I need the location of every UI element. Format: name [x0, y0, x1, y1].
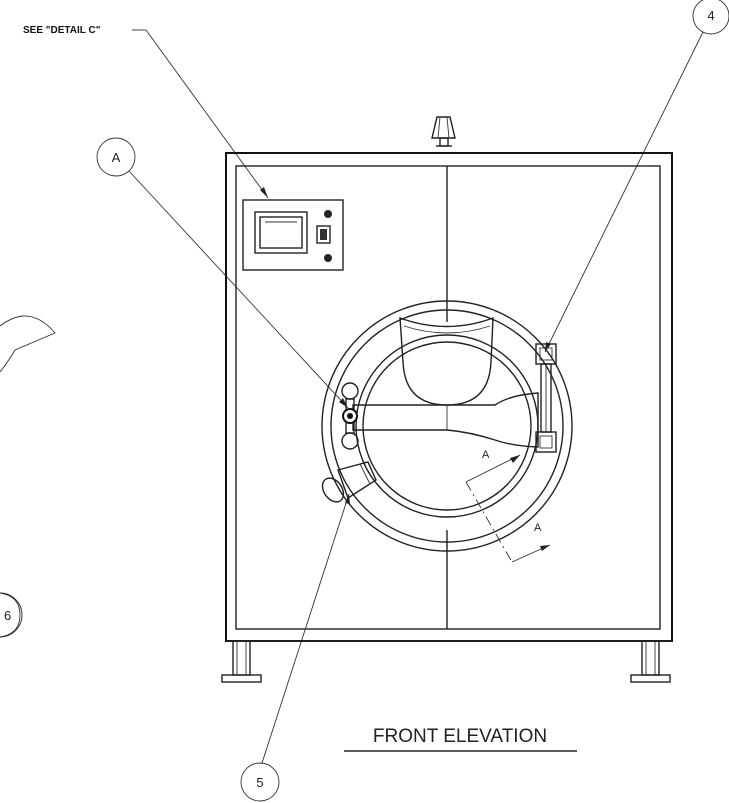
sensor-cylinder: [321, 461, 377, 503]
indicator-dot-top: [324, 210, 332, 218]
indicator-dot-bottom: [324, 254, 332, 262]
bubble-5: 5: [240, 762, 280, 802]
selector-switch: [316, 225, 331, 244]
partial-arc-shape: [0, 315, 56, 373]
bubble-6-partial: 6: [0, 592, 23, 638]
svg-text:A: A: [112, 150, 121, 165]
bubble-4-leader: [544, 31, 704, 353]
section-mark-upper: A: [482, 449, 490, 461]
detail-c-callout: SEE "DETAIL C": [23, 25, 101, 36]
svg-text:4: 4: [707, 8, 714, 23]
door-outer-ring: [321, 300, 573, 552]
hinge-pivot: [341, 382, 359, 450]
detail-c-leader: [132, 29, 269, 199]
control-panel: [242, 199, 344, 271]
svg-text:5: 5: [256, 775, 263, 790]
section-cut-a: [465, 454, 551, 563]
loading-chute: [399, 316, 494, 406]
section-mark-lower: A: [534, 522, 542, 534]
bubble-4: 4: [692, 0, 729, 35]
foot-left: [221, 640, 262, 683]
door-handle-arm: [352, 392, 539, 448]
foot-right: [630, 640, 671, 683]
beacon-light: [431, 116, 456, 147]
door-latch: [535, 343, 557, 453]
drawing-title: FRONT ELEVATION: [373, 726, 547, 747]
bubble-a: A: [96, 137, 136, 177]
bubble-a-leader: [128, 170, 349, 409]
cabinet-frame: [225, 152, 673, 642]
svg-text:6: 6: [4, 608, 11, 623]
